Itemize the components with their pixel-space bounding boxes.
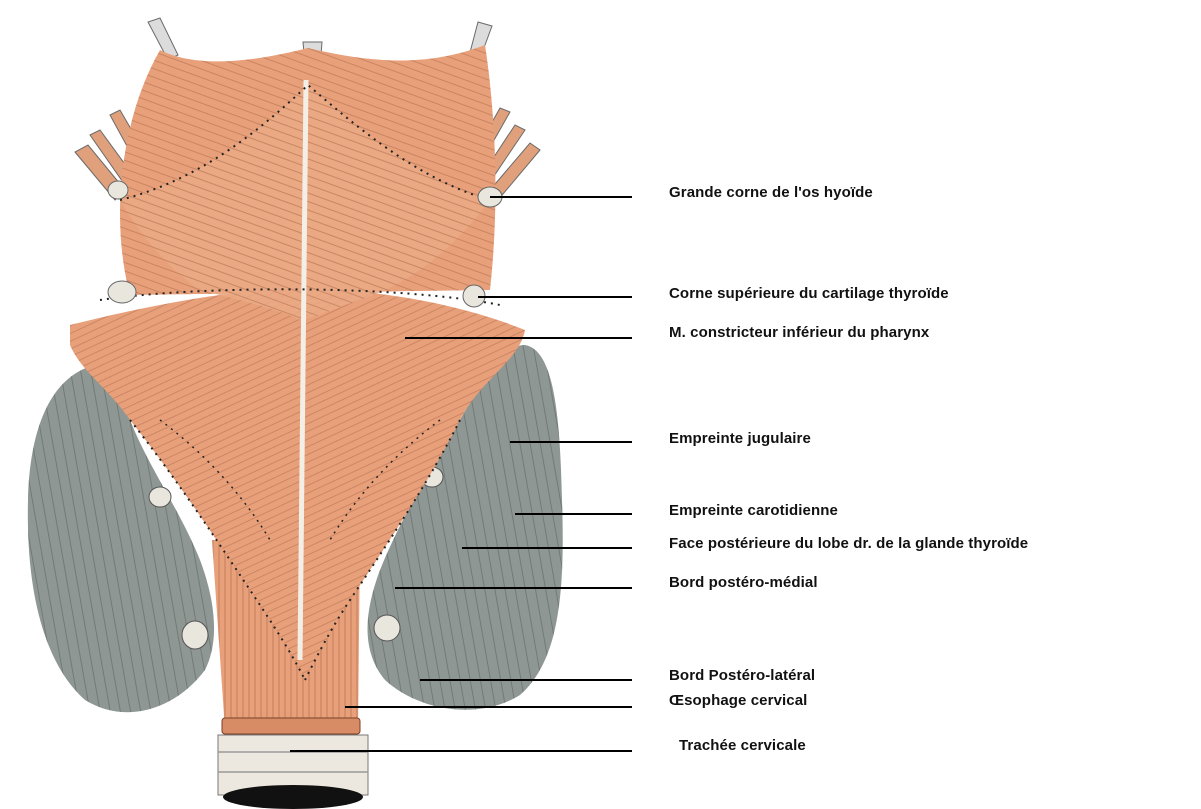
trachea xyxy=(218,735,368,809)
label-jugular-impression: Empreinte jugulaire xyxy=(669,430,811,447)
label-cervical-esophagus: Œsophage cervical xyxy=(669,692,807,709)
label-inferior-constrictor: M. constricteur inférieur du pharynx xyxy=(669,324,929,341)
label-postero-lateral-border: Bord Postéro-latéral xyxy=(669,667,815,684)
label-carotid-impression: Empreinte carotidienne xyxy=(669,502,838,519)
label-posterior-face-thyroid: Face postérieure du lobe dr. de la gland… xyxy=(669,535,1028,552)
label-hyoid-greater-horn: Grande corne de l'os hyoïde xyxy=(669,184,873,201)
label-cervical-trachea: Trachée cervicale xyxy=(679,737,806,754)
label-thyroid-superior-horn: Corne supérieure du cartilage thyroïde xyxy=(669,285,949,302)
label-postero-medial-border: Bord postéro-médial xyxy=(669,574,818,591)
